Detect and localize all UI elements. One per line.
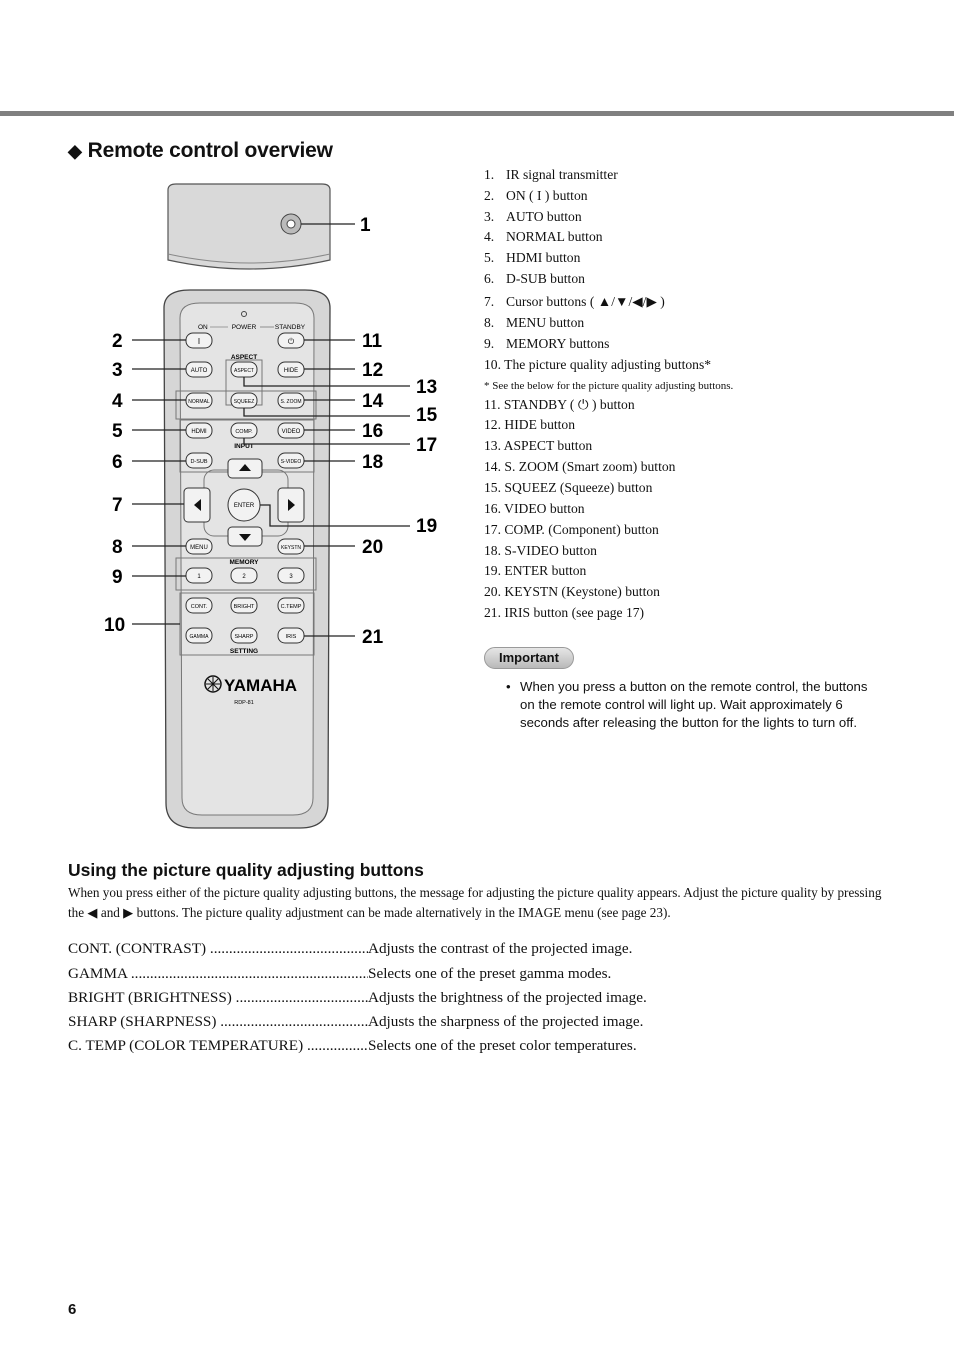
remote-illustration: ON POWER STANDBY I ⏻ ASPECT AUTO ASPECT … — [104, 183, 438, 829]
svg-text:11: 11 — [362, 331, 383, 352]
svg-text:3: 3 — [112, 360, 123, 381]
subsection-title: Using the picture quality adjusting butt… — [68, 860, 424, 880]
svg-text:I: I — [198, 337, 200, 346]
list-item: 12. HIDE button — [484, 417, 576, 432]
intro-paragraph: When you press either of the picture qua… — [68, 885, 882, 920]
important-badge: Important — [484, 647, 574, 669]
svg-text:8: 8 — [112, 537, 123, 558]
svg-text:14: 14 — [362, 391, 384, 412]
svg-text:3: 3 — [289, 574, 293, 580]
svg-text:17: 17 — [416, 435, 437, 456]
svg-text:5: 5 — [112, 421, 123, 442]
svg-text:INPUT: INPUT — [234, 443, 254, 450]
list-item: 19. ENTER button — [484, 563, 587, 578]
svg-text:1: 1 — [197, 574, 201, 580]
section-title: ◆Remote control overview — [68, 139, 333, 162]
svg-text:NORMAL: NORMAL — [188, 399, 210, 405]
svg-text:2: 2 — [242, 574, 246, 580]
list-item: 10. The picture quality adjusting button… — [484, 357, 712, 372]
svg-text:ASPECT: ASPECT — [231, 354, 257, 361]
svg-text:C.TEMP: C.TEMP — [281, 604, 302, 610]
svg-text:YAMAHA: YAMAHA — [224, 676, 297, 695]
svg-text:SETTING: SETTING — [230, 648, 258, 655]
svg-text:21: 21 — [362, 627, 384, 648]
bullet-icon: • — [506, 679, 511, 694]
list-item: 2.ON ( I ) button — [484, 188, 588, 203]
svg-text:HIDE: HIDE — [284, 368, 298, 374]
svg-text:MEMORY: MEMORY — [229, 559, 259, 566]
svg-text:S-VIDEO: S-VIDEO — [281, 459, 302, 465]
header-rule — [0, 111, 954, 116]
list-item: 17. COMP. (Component) button — [484, 522, 659, 537]
svg-text:ASPECT: ASPECT — [234, 368, 254, 374]
svg-text:7: 7 — [112, 495, 123, 516]
list-item: 5.HDMI button — [484, 250, 581, 265]
standby-icon: ⏻ — [288, 337, 295, 346]
list-item: 20. KEYSTN (Keystone) button — [484, 584, 660, 599]
svg-text:20: 20 — [362, 537, 383, 558]
svg-text:HDMI: HDMI — [191, 429, 207, 435]
svg-text:MENU: MENU — [190, 545, 208, 551]
svg-text:13: 13 — [416, 377, 437, 398]
svg-text:S. ZOOM: S. ZOOM — [280, 399, 301, 405]
svg-text:IRIS: IRIS — [286, 634, 297, 640]
list-item: 16. VIDEO button — [484, 501, 585, 516]
list-item: 6.D-SUB button — [484, 271, 585, 286]
svg-text:15: 15 — [416, 405, 438, 426]
svg-text:SHARP: SHARP — [235, 634, 254, 640]
svg-text:D-SUB: D-SUB — [190, 459, 207, 465]
list-item: 9.MEMORY buttons — [484, 336, 610, 351]
svg-text:POWER: POWER — [232, 324, 257, 331]
svg-text:STANDBY: STANDBY — [275, 324, 306, 331]
list-note: * See the below for the picture quality … — [484, 380, 734, 392]
svg-text:VIDEO: VIDEO — [282, 429, 301, 435]
page-number: 6 — [68, 1301, 77, 1318]
svg-text:BRIGHT: BRIGHT — [234, 604, 255, 610]
list-item: 8.MENU button — [484, 315, 585, 330]
svg-text:10: 10 — [104, 615, 125, 636]
list-item: 13. ASPECT button — [484, 438, 593, 453]
svg-text:ON: ON — [198, 324, 208, 331]
svg-text:GAMMA: GAMMA — [190, 634, 210, 640]
svg-text:16: 16 — [362, 421, 383, 442]
list-item: 15. SQUEEZ (Squeeze) button — [484, 480, 653, 495]
list-item: 21. IRIS button (see page 17) — [484, 605, 645, 620]
svg-text:12: 12 — [362, 360, 383, 381]
list-item: 7.Cursor buttons ( ▲/▼/◀/▶ ) — [484, 294, 665, 309]
svg-text:RDP-81: RDP-81 — [234, 700, 254, 706]
list-item: 1.IR signal transmitter — [484, 167, 618, 182]
diamond-icon: ◆ — [68, 141, 82, 161]
list-item: 3.AUTO button — [484, 209, 582, 224]
svg-text:AUTO: AUTO — [191, 368, 208, 374]
svg-text:19: 19 — [416, 516, 437, 537]
svg-text:9: 9 — [112, 567, 123, 588]
svg-text:6: 6 — [112, 452, 123, 473]
list-item: 18. S-VIDEO button — [484, 543, 597, 558]
svg-text:1: 1 — [360, 215, 371, 236]
list-item: 14. S. ZOOM (Smart zoom) button — [484, 459, 676, 474]
svg-text:COMP.: COMP. — [235, 429, 253, 435]
svg-text:4: 4 — [112, 391, 123, 412]
svg-text:KEYSTN: KEYSTN — [281, 545, 301, 551]
svg-text:SQUEEZ: SQUEEZ — [234, 399, 255, 405]
svg-text:CONT.: CONT. — [191, 604, 208, 610]
list-item: 4.NORMAL button — [484, 229, 603, 244]
list-item: 11. STANDBY ( ⏻ ) button — [484, 397, 635, 412]
svg-text:18: 18 — [362, 452, 383, 473]
svg-text:ENTER: ENTER — [234, 503, 255, 509]
svg-text:2: 2 — [112, 331, 123, 352]
